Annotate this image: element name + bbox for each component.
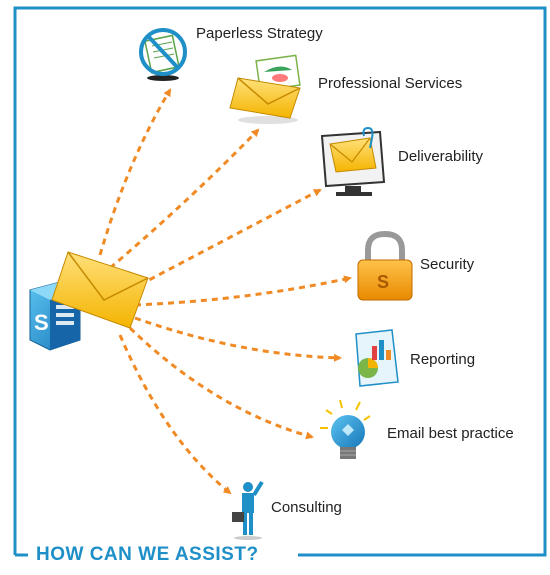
lightbulb-icon [320,399,371,459]
service-label-consulting: Consulting [271,499,342,516]
arrow-to-email-best-practice [128,326,314,440]
service-label-email-best-practice: Email best practice [387,425,514,442]
arrow-to-deliverability [129,188,322,292]
envelope-letter-icon [229,54,301,124]
arrow-to-consulting [118,334,232,495]
service-label-paperless-strategy: Paperless Strategy [196,25,323,42]
service-label-security: Security [420,256,475,273]
padlock-icon: S [357,230,413,301]
arrow-to-professional-services [109,128,260,270]
service-label-deliverability: Deliverability [398,148,484,165]
arrow-to-security [134,275,352,307]
arrow-to-reporting [134,316,342,362]
frame-border [13,6,547,557]
service-label-reporting: Reporting [410,351,475,368]
no-paper-icon [139,28,187,81]
footer-title: HOW CAN WE ASSIST? [30,543,265,567]
email-envelope-icon [51,251,149,329]
report-chart-icon [355,329,399,387]
consultant-person-icon [232,480,264,540]
monitor-envelope-icon [320,126,386,196]
arrow-to-paperless-strategy [98,88,172,256]
connector-arrows [98,88,352,495]
service-label-professional-services: Professional Services [318,75,462,92]
svg-text:S: S [34,310,49,335]
svg-text:S: S [377,272,389,292]
